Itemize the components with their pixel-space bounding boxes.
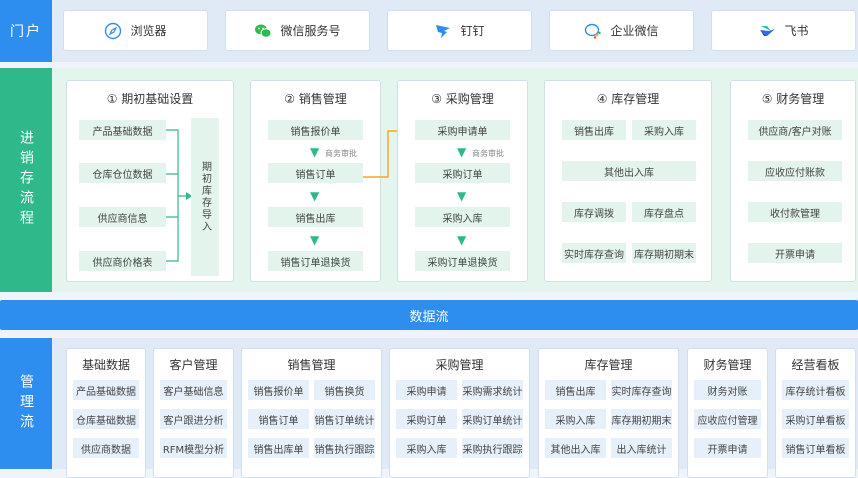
mgmt-item: 仓库基础数据 xyxy=(73,409,139,429)
inventory-item: 库存盘点 xyxy=(632,202,696,222)
jxc-label: 进销存流程 xyxy=(0,68,52,292)
init-bracket xyxy=(166,129,192,262)
mgmt-item: 库存期初期末 xyxy=(611,409,672,429)
mgmt-item: 销售执行跟踪 xyxy=(314,438,375,458)
portal-label: 门户 xyxy=(0,0,52,62)
portal-item-label: 浏览器 xyxy=(130,24,167,38)
wechat-icon xyxy=(255,24,272,38)
inventory-item: 实时库存查询 xyxy=(562,243,626,263)
finance-item: 收付款管理 xyxy=(748,202,842,222)
mgmt-item: 销售报价单 xyxy=(248,380,309,400)
dingtalk-icon xyxy=(436,24,451,38)
mgmt-item: 销售换货 xyxy=(314,380,375,400)
portal-wecom[interactable]: 企业微信 xyxy=(549,10,694,51)
finance-item: 供应商/客户对账 xyxy=(748,120,842,140)
mgmt-item: 采购入库 xyxy=(545,409,606,429)
inventory-item: 采购入库 xyxy=(632,120,696,140)
mgmt-item: 销售订单看板 xyxy=(782,438,849,458)
init-item: 产品基础数据 xyxy=(79,120,166,140)
mgmt-panel-title: 财务管理 xyxy=(703,358,752,372)
inventory-item: 其他出入库 xyxy=(562,161,696,181)
down-arrow-icon: ▼ xyxy=(457,233,467,247)
mgmt-item: 实时库存查询 xyxy=(611,380,672,400)
mgmt-panel-title: 客户管理 xyxy=(169,358,218,372)
mgmt-item: 采购执行跟踪 xyxy=(462,438,523,458)
mgmt-item: 客户基础信息 xyxy=(160,380,227,400)
mgmt-item: 采购订单统计 xyxy=(462,409,523,429)
purchase-title: ③ 采购管理 xyxy=(431,92,494,106)
purchase-step: 采购入库 xyxy=(415,207,510,227)
portal-wechat[interactable]: 微信服务号 xyxy=(225,10,370,51)
init-item: 仓库仓位数据 xyxy=(79,163,166,183)
init-item: 供应商价格表 xyxy=(79,251,166,271)
portal-dingtalk[interactable]: 钉钉 xyxy=(387,10,532,51)
feishu-icon xyxy=(760,25,776,36)
mgmt-item: 产品基础数据 xyxy=(73,380,139,400)
portal-feishu[interactable]: 飞书 xyxy=(711,10,856,51)
portal-item-label: 飞书 xyxy=(784,24,809,38)
mgmt-item: RFM模型分析 xyxy=(160,438,227,458)
mgmt-item: 客户跟进分析 xyxy=(160,409,227,429)
inventory-item: 销售出库 xyxy=(562,120,626,140)
mgmt-item: 销售出库单 xyxy=(248,438,309,458)
mgmt-panel-title: 采购管理 xyxy=(435,358,484,372)
mgmt-item: 应收应付管理 xyxy=(694,409,761,429)
finance-item: 开票申请 xyxy=(748,243,842,263)
purchase-step: 采购申请单 xyxy=(415,120,510,140)
down-arrow-icon: ▼ xyxy=(310,233,320,247)
sales-step: 销售订单退换货 xyxy=(268,251,363,271)
mgmt-item: 采购申请 xyxy=(396,380,457,400)
mgmt-item: 采购入库 xyxy=(396,438,457,458)
mgmt-item: 销售出库 xyxy=(545,380,606,400)
mgmt-item: 销售订单 xyxy=(248,409,309,429)
down-arrow-icon: ▼ xyxy=(457,145,467,159)
mgmt-panel-title: 库存管理 xyxy=(584,358,633,372)
inventory-item: 库存期初期末 xyxy=(632,243,696,263)
purchase-step: 采购订单退换货 xyxy=(415,251,510,271)
sales-step: 销售出库 xyxy=(268,207,363,227)
mgmt-item: 供应商数据 xyxy=(73,438,139,458)
mgmt-item: 财务对账 xyxy=(694,380,761,400)
mgmt-panel-title: 经营看板 xyxy=(791,358,840,372)
mgmt-panel-title: 销售管理 xyxy=(287,358,336,372)
sales-step: 销售订单 xyxy=(268,163,363,183)
purchase-step: 采购订单 xyxy=(415,163,510,183)
inventory-item: 库存调拨 xyxy=(562,202,626,222)
portal-item-label: 钉钉 xyxy=(460,24,485,38)
portal-item-label: 微信服务号 xyxy=(280,24,341,38)
mgmt-item: 采购订单 xyxy=(396,409,457,429)
init-item: 供应商信息 xyxy=(79,207,166,227)
sales-step: 销售报价单 xyxy=(268,120,363,140)
mgmt-panel-title: 基础数据 xyxy=(81,358,130,372)
mgmt-item: 出入库统计 xyxy=(611,438,672,458)
purchase-approval-note: 商务审批 xyxy=(472,149,504,158)
mgmt-item: 库存统计看板 xyxy=(782,380,849,400)
inventory-title: ④ 库存管理 xyxy=(596,92,660,106)
mgmt-item: 开票申请 xyxy=(694,438,761,458)
down-arrow-icon: ▼ xyxy=(457,189,467,203)
mgmt-item: 销售订单统计 xyxy=(314,409,375,429)
mgmt-label: 管理流 xyxy=(0,338,52,469)
sales-title: ② 销售管理 xyxy=(284,92,347,106)
portal-item-label: 企业微信 xyxy=(610,24,659,38)
portal-browser[interactable]: 浏览器 xyxy=(63,10,208,51)
compass-icon xyxy=(105,22,122,39)
down-arrow-icon: ▼ xyxy=(310,189,320,203)
mgmt-item: 采购订单看板 xyxy=(782,409,849,429)
down-arrow-icon: ▼ xyxy=(310,145,320,159)
mgmt-item: 其他出入库 xyxy=(545,438,606,458)
mgmt-item: 采购需求统计 xyxy=(462,380,523,400)
finance-title: ⑤ 财务管理 xyxy=(761,92,825,106)
init-import: 期初库存导入 xyxy=(191,118,219,276)
init-title: ① 期初基础设置 xyxy=(106,92,194,106)
dataflow-bar: 数据流 xyxy=(0,300,858,330)
finance-item: 应收应付账款 xyxy=(748,161,842,181)
sales-approval-note: 商务审批 xyxy=(325,149,357,158)
wecom-icon xyxy=(585,23,602,39)
